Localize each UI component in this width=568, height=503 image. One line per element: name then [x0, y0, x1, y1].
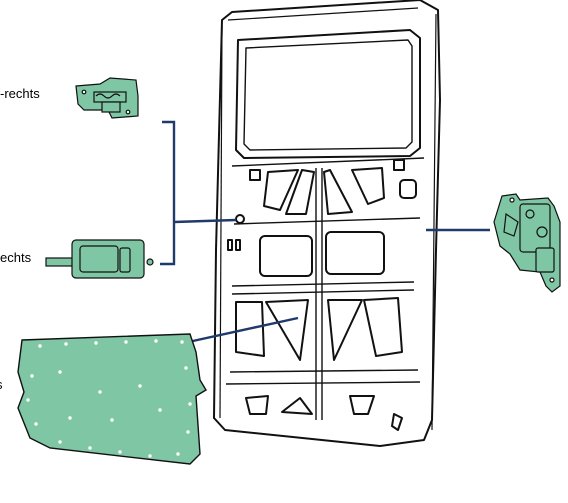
bracket-leader: [160, 120, 176, 266]
rear-door-panel: [213, 0, 441, 447]
leader-lines: [160, 120, 490, 348]
handle-part-middle: [45, 239, 154, 279]
label-middle-part: echts: [0, 250, 32, 265]
inner-panel-part: [17, 333, 207, 465]
lock-mechanism-part: [493, 193, 561, 293]
label-bottom-part: s: [0, 377, 3, 392]
bracket-to-door-leader: [173, 218, 237, 224]
latch-part-top: [75, 77, 139, 119]
label-top-part: -rechts: [0, 86, 40, 101]
